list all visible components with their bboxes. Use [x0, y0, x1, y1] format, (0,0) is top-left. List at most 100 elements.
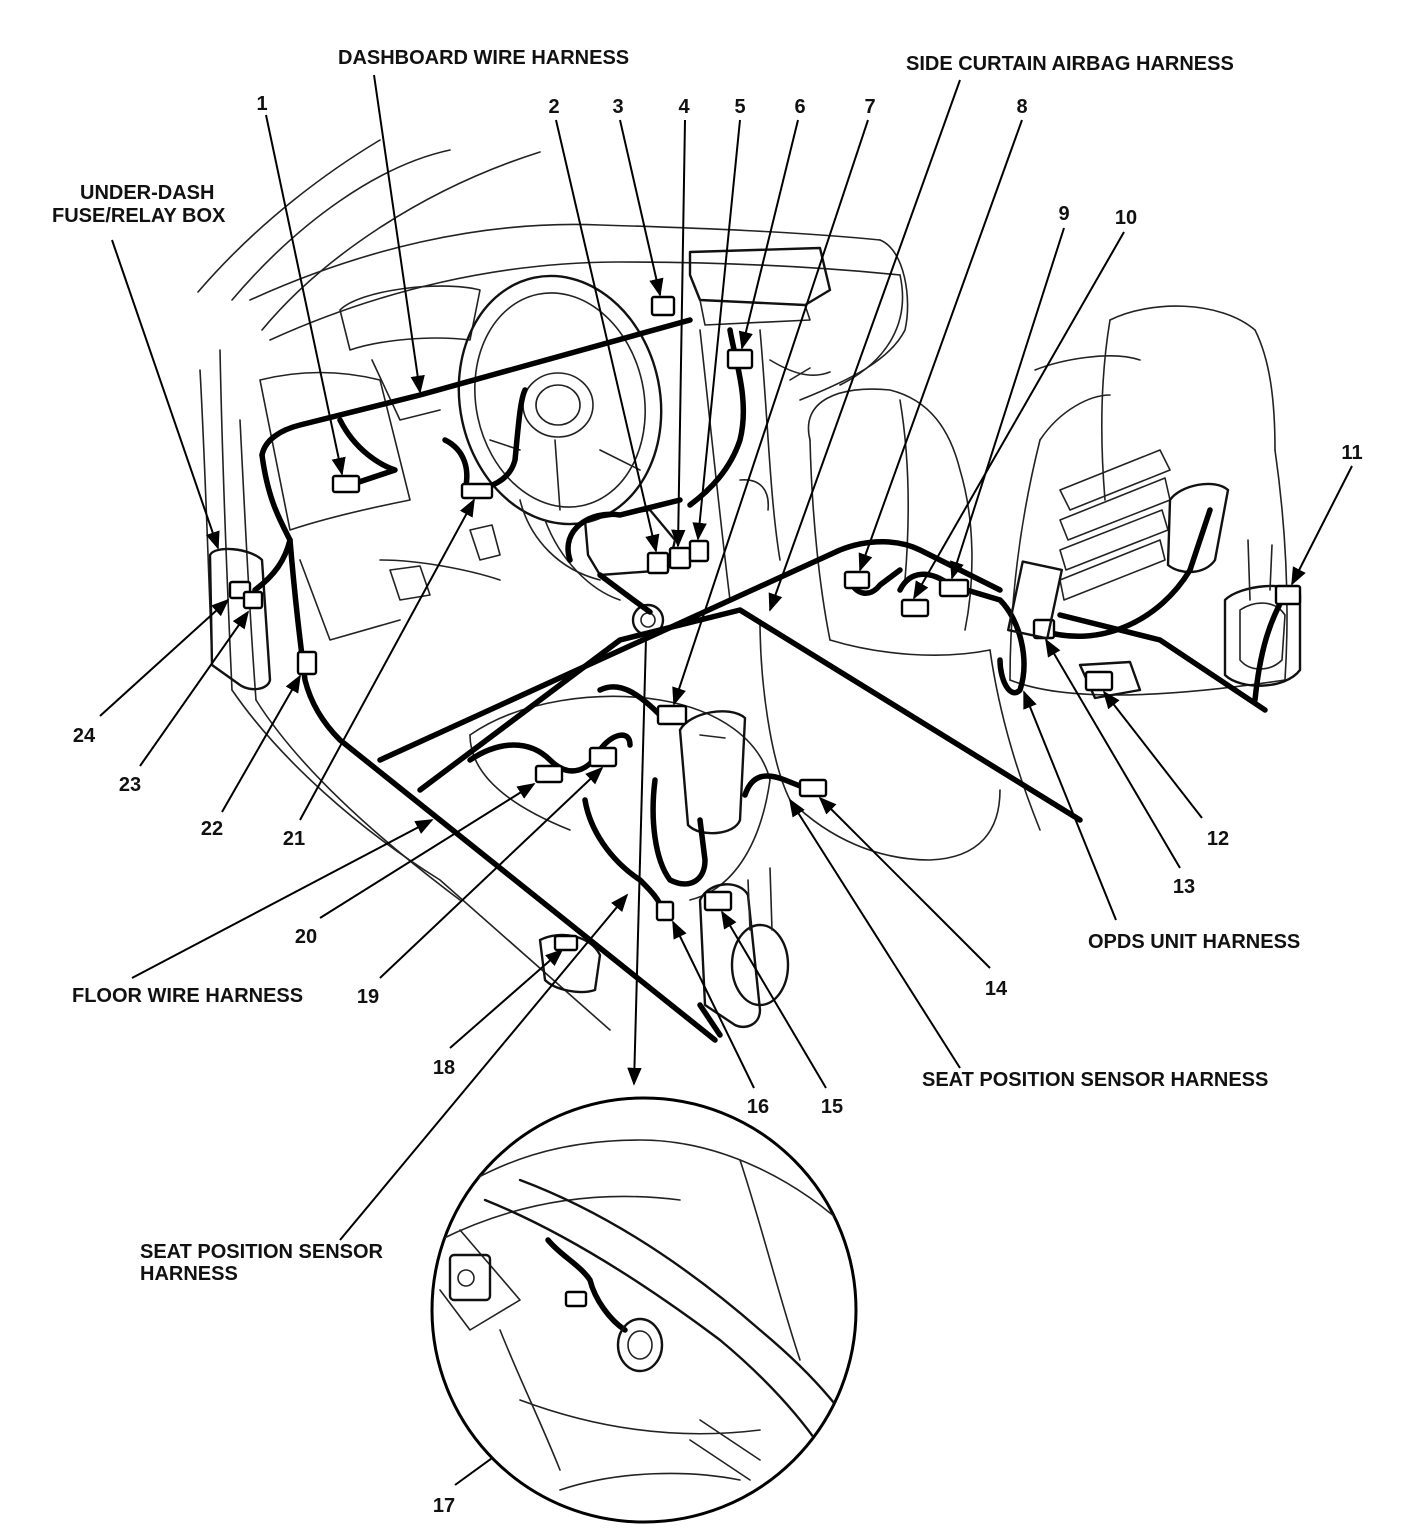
seat-sensor-branch [650, 777, 708, 887]
callout-17: 17 [433, 1495, 455, 1517]
connector-11 [1274, 584, 1302, 606]
leader-underdash [111, 239, 220, 550]
leader-10 [913, 231, 1125, 600]
callout-19: 19 [357, 986, 379, 1008]
dashboard-harness-wire [259, 317, 693, 458]
connector-12 [1084, 670, 1114, 692]
connector-21 [460, 482, 494, 500]
connector-18 [553, 934, 579, 952]
seat-belt-wire [697, 1002, 723, 1038]
label-dashboard-harness: DASHBOARD WIRE HARNESS [338, 47, 629, 69]
leader-17-main [627, 637, 647, 1086]
connector-4 [668, 546, 692, 570]
leader-seat-sensor-2 [339, 893, 629, 1241]
callout-7: 7 [864, 96, 875, 118]
leader-6 [738, 119, 799, 350]
connector-15 [703, 890, 733, 912]
dashboard-harness-branch-2 [442, 437, 470, 493]
connector-2 [646, 551, 670, 575]
callout-8: 8 [1016, 96, 1027, 118]
connector-6 [726, 348, 754, 370]
label-underdash-line2: FUSE/RELAY BOX [52, 205, 226, 227]
callout-4: 4 [678, 96, 690, 118]
leader-16 [672, 920, 755, 1089]
label-side-curtain-harness: SIDE CURTAIN AIRBAG HARNESS [906, 53, 1234, 75]
callout-leaders [99, 74, 1353, 1486]
label-seat-sensor-harness-2-line1: SEAT POSITION SENSOR [140, 1241, 384, 1263]
callout-24: 24 [73, 725, 96, 747]
leader-13 [1045, 638, 1181, 869]
text-labels: DASHBOARD WIRE HARNESS SIDE CURTAIN AIRB… [52, 47, 1363, 1517]
dashboard-harness-branch [337, 417, 398, 488]
leader-1 [265, 114, 346, 476]
floor-harness-wire [377, 539, 1003, 763]
callout-9: 9 [1058, 203, 1069, 225]
leader-21 [299, 498, 475, 821]
opds-sensor-wire [1037, 507, 1213, 640]
callout-12: 12 [1207, 828, 1229, 850]
label-seat-sensor-harness: SEAT POSITION SENSOR HARNESS [922, 1069, 1268, 1091]
callout-21: 21 [283, 828, 305, 850]
connector-1 [331, 474, 361, 494]
callout-5: 5 [734, 96, 745, 118]
leader-18 [449, 948, 564, 1049]
connector-16 [655, 900, 675, 922]
callout-16: 16 [747, 1096, 769, 1118]
right-side-harness [1057, 612, 1268, 713]
wire-harnesses [252, 317, 1288, 1043]
floor-harness-lower [417, 607, 1083, 823]
leader-floor [131, 819, 434, 979]
leader-24 [99, 598, 230, 717]
leader-side-curtain [768, 79, 961, 612]
leader-5 [692, 119, 741, 541]
leader-7 [672, 119, 869, 706]
seat-branch-14 [742, 773, 813, 798]
callout-18: 18 [433, 1057, 455, 1079]
steering-wheel-branch [462, 387, 528, 493]
leader-8 [858, 119, 1023, 572]
callout-6: 6 [794, 96, 805, 118]
callout-1: 1 [256, 93, 267, 115]
connector-3 [650, 295, 676, 317]
callout-10: 10 [1115, 207, 1137, 229]
leader-seat-sensor [789, 798, 961, 1069]
connector-19 [588, 746, 618, 768]
leader-12 [1102, 690, 1203, 819]
leader-23 [139, 610, 250, 767]
callout-20: 20 [295, 926, 317, 948]
leader-14 [818, 796, 991, 969]
opds-branch [565, 497, 683, 563]
label-opds-harness: OPDS UNIT HARNESS [1088, 931, 1300, 953]
connector-8 [843, 570, 871, 590]
opds-lower-branch [597, 572, 653, 615]
connector-20 [534, 764, 564, 784]
leader-15 [721, 910, 827, 1089]
callout-22: 22 [201, 818, 223, 840]
callout-2: 2 [548, 96, 559, 118]
leader-9 [950, 227, 1065, 580]
callout-3: 3 [612, 96, 623, 118]
opds-sensor-box [1006, 560, 1064, 640]
detail-inset [430, 1096, 858, 1524]
fuse-box-branch [252, 537, 293, 593]
connectors [228, 295, 1302, 952]
connector-7 [656, 704, 688, 726]
label-underdash-line1: UNDER-DASH [80, 182, 214, 204]
connector-5 [688, 539, 710, 563]
leader-dashboard-harness [373, 74, 425, 394]
connector-22 [296, 650, 318, 676]
seat-branch-16 [582, 797, 665, 913]
connector-10 [900, 598, 930, 618]
callout-14: 14 [985, 978, 1008, 1000]
leader-opds [1023, 690, 1117, 921]
label-floor-harness: FLOOR WIRE HARNESS [72, 985, 303, 1007]
callout-11: 11 [1341, 442, 1362, 464]
vehicle-interior-outline [197, 139, 1302, 1031]
leader-20 [319, 783, 536, 919]
connector-9 [938, 578, 970, 598]
leader-11 [1291, 465, 1353, 586]
callout-15: 15 [821, 1096, 843, 1118]
connector-23 [242, 590, 264, 610]
